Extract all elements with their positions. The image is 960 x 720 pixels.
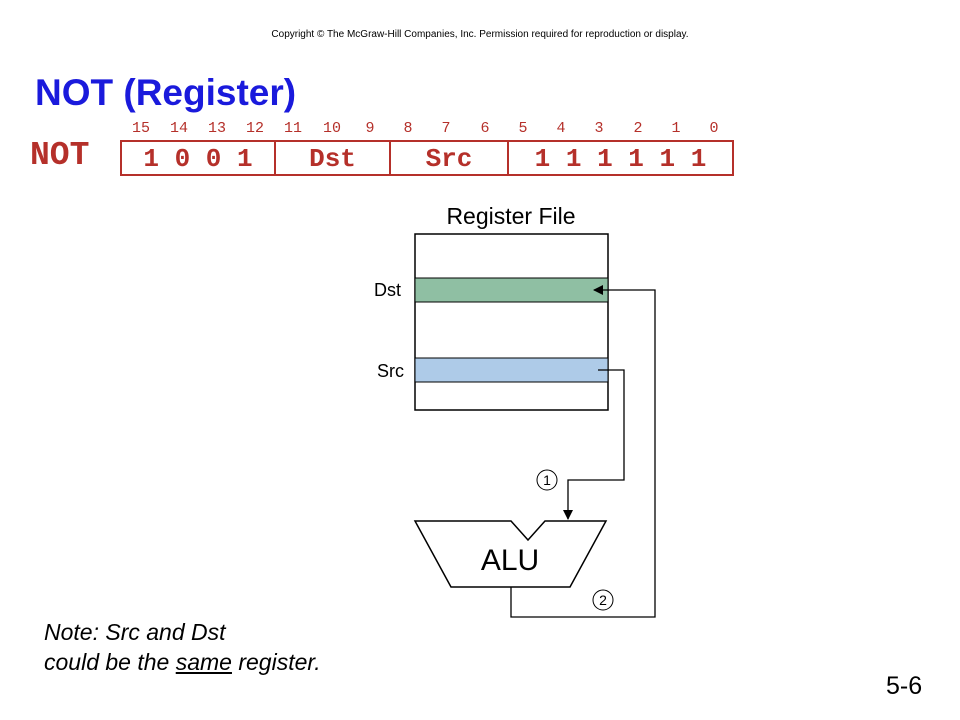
bit-number: 11 [283, 120, 302, 137]
bit-number: 12 [245, 120, 264, 137]
alu-block [413, 520, 608, 588]
step-1-label: 1 [543, 472, 551, 488]
bit-number: 2 [633, 120, 643, 137]
note-text: Note: Src and Dst could be the same regi… [44, 617, 321, 677]
copyright-notice: Copyright © The McGraw-Hill Companies, I… [271, 29, 689, 40]
alu-label: ALU [481, 544, 539, 577]
src-register-label: Src [377, 361, 404, 381]
bit-number: 3 [594, 120, 604, 137]
bit-number: 0 [709, 120, 719, 137]
src-register [414, 357, 609, 383]
note-line-1: Note: Src and Dst [44, 619, 226, 645]
bit-number: 6 [480, 120, 490, 137]
dst-register [414, 277, 609, 303]
src-field: Src [425, 144, 473, 174]
slide-title: NOT (Register) [35, 72, 297, 113]
opcode-bits-field: 1 0 0 1 [143, 144, 253, 174]
step-1-marker [536, 469, 558, 491]
alu-to-dst-wire [510, 285, 656, 618]
bit-number: 13 [207, 120, 226, 137]
field-divider [274, 142, 276, 174]
bit-number: 14 [169, 120, 188, 137]
note-text-after: register. [231, 649, 321, 675]
dst-field: Dst [309, 144, 356, 174]
bit-number: 7 [441, 120, 451, 137]
bit-number: 10 [322, 120, 341, 137]
instruction-encoding: 1 0 0 1 Dst Src 1 1 1 1 1 1 [120, 140, 734, 176]
bit-number: 4 [556, 120, 566, 137]
bit-number: 5 [518, 120, 528, 137]
dst-register-label: Dst [374, 280, 401, 300]
note-line-2: could be the same register. [44, 647, 321, 677]
step-2-label: 2 [599, 592, 607, 608]
bit-number: 9 [365, 120, 375, 137]
register-file [414, 233, 609, 411]
note-emphasis: same [175, 649, 232, 675]
opcode-label: NOT [30, 137, 90, 174]
constant-bits-field: 1 1 1 1 1 1 [534, 144, 707, 174]
field-divider [389, 142, 391, 174]
bit-number: 8 [403, 120, 413, 137]
register-file-label: Register File [446, 203, 575, 229]
field-divider [507, 142, 509, 174]
bit-number: 1 [671, 120, 681, 137]
page-number: 5-6 [886, 672, 923, 700]
src-to-alu-wire [563, 369, 625, 520]
step-2-marker [592, 589, 614, 611]
note-text-before: could be the [44, 649, 176, 675]
bit-number: 15 [131, 120, 150, 137]
